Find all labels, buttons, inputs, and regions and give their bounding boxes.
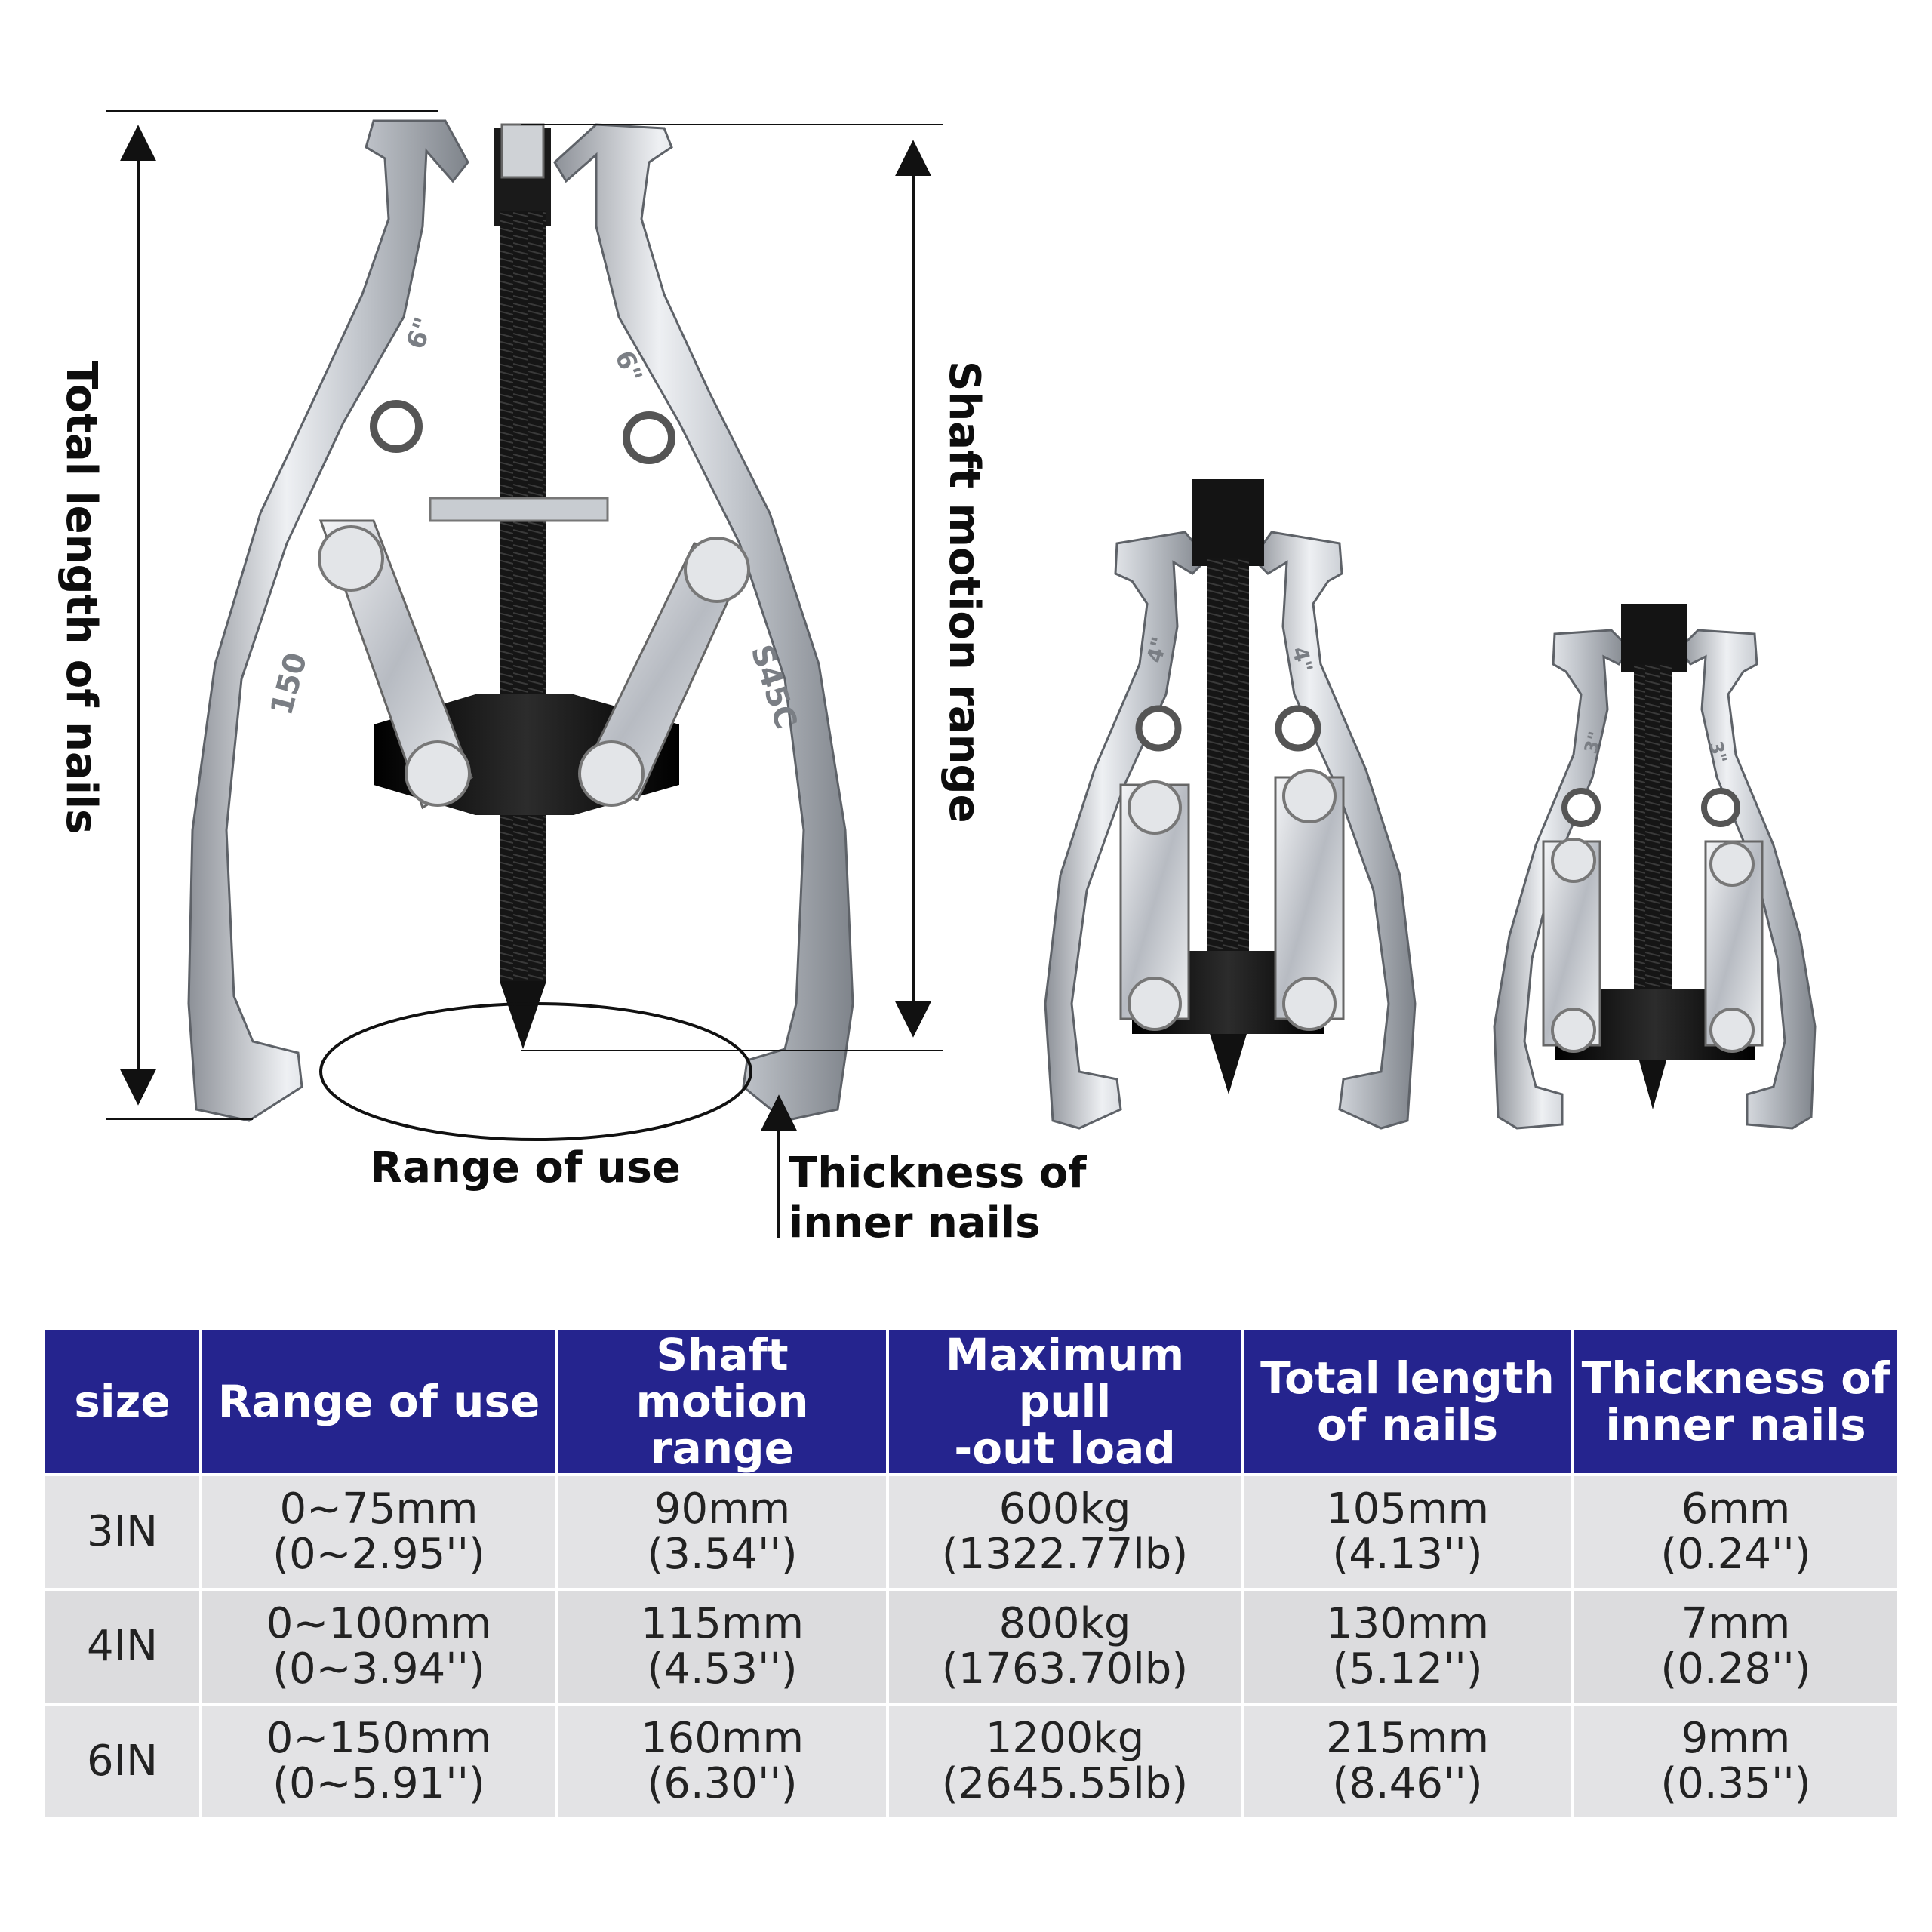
large-arm-hole-right <box>623 411 675 464</box>
table-row: 4IN 0~100mm(0~3.94'') 115mm(4.53'') 800k… <box>42 1588 1900 1706</box>
table-row: 6IN 0~150mm(0~5.91'') 160mm(6.30'') 1200… <box>42 1703 1900 1820</box>
cell-thickness: 7mm(0.28'') <box>1571 1588 1900 1706</box>
small-right-leg <box>1678 629 1817 1130</box>
cell-length: 130mm(5.12'') <box>1241 1588 1574 1706</box>
medium-right-leg <box>1251 531 1417 1130</box>
cell-thickness: 9mm(0.35'') <box>1571 1703 1900 1820</box>
cell-range: 0~75mm(0~2.95'') <box>199 1473 558 1591</box>
small-screw-thread <box>1634 664 1672 1041</box>
large-screw-thread <box>500 211 546 981</box>
medium-bolt-2 <box>1128 977 1182 1031</box>
large-bolt-2 <box>405 740 471 807</box>
large-puller-image: 6" 6" 150 S45C <box>187 119 854 1122</box>
cell-size: 4IN <box>42 1588 202 1706</box>
small-bolt-3 <box>1709 841 1755 887</box>
header-range-of-use: Range of use <box>199 1327 558 1476</box>
medium-screw-top <box>1192 479 1264 566</box>
cell-thickness: 6mm(0.24'') <box>1571 1473 1900 1591</box>
header-size: size <box>42 1327 202 1476</box>
medium-bolt-3 <box>1282 769 1337 823</box>
medium-bolt-4 <box>1282 977 1337 1031</box>
cell-load: 600kg(1322.77lb) <box>886 1473 1244 1591</box>
shaft-motion-label: Shaft motion range <box>940 361 989 823</box>
large-link-left <box>318 519 473 810</box>
shaft-motion-dimension <box>521 124 943 1051</box>
large-mark-leg-left: 150 <box>264 649 314 719</box>
medium-screw-thread <box>1208 558 1249 1026</box>
large-screw-hex-top <box>500 123 545 179</box>
cell-length: 215mm(8.46'') <box>1241 1703 1574 1820</box>
medium-bolt-1 <box>1128 780 1182 835</box>
cell-load: 1200kg(2645.55lb) <box>886 1703 1244 1820</box>
cell-range: 0~150mm(0~5.91'') <box>199 1703 558 1820</box>
medium-arm-hole-right <box>1275 705 1321 752</box>
small-screw-top <box>1621 604 1687 672</box>
medium-left-leg <box>1044 531 1210 1130</box>
large-bolt-1 <box>318 525 384 592</box>
large-bolt-4 <box>578 740 645 807</box>
range-of-use-label: Range of use <box>370 1143 681 1192</box>
medium-screw-tip <box>1208 1026 1249 1094</box>
medium-puller-image: 4" 4" <box>1044 479 1417 1130</box>
cell-length: 105mm(4.13'') <box>1241 1473 1574 1591</box>
total-length-label: Total length of nails <box>57 361 106 835</box>
small-arm-hole-right <box>1701 788 1740 827</box>
thickness-label-line1: Thickness of <box>789 1149 1087 1198</box>
large-screw-tip <box>500 981 546 1049</box>
medium-arm-hole-left <box>1135 705 1182 752</box>
small-puller-image: 3" 3" <box>1493 604 1817 1130</box>
small-bolt-4 <box>1709 1008 1755 1053</box>
cell-size: 6IN <box>42 1703 202 1820</box>
cell-shaft: 160mm(6.30'') <box>555 1703 889 1820</box>
large-bolt-3 <box>684 537 750 603</box>
cell-shaft: 115mm(4.53'') <box>555 1588 889 1706</box>
small-bolt-2 <box>1551 1008 1596 1053</box>
large-arm-hole-left <box>370 400 423 453</box>
small-arm-hole-left <box>1561 788 1601 827</box>
large-mark-arm-left: 6" <box>401 314 440 354</box>
cell-range: 0~100mm(0~3.94'') <box>199 1588 558 1706</box>
thickness-label-line2: inner nails <box>789 1198 1041 1247</box>
cell-load: 800kg(1763.70lb) <box>886 1588 1244 1706</box>
range-of-use-ellipse <box>319 1002 752 1141</box>
cell-shaft: 90mm(3.54'') <box>555 1473 889 1591</box>
total-length-dimension <box>106 110 438 1120</box>
small-bolt-1 <box>1551 838 1596 883</box>
large-cross-bolt <box>429 497 609 522</box>
small-left-leg <box>1493 629 1632 1130</box>
cell-size: 3IN <box>42 1473 202 1591</box>
large-left-leg <box>187 119 469 1122</box>
product-dimension-figure: 6" 6" 150 S45C 4" 4" <box>106 110 1817 1238</box>
table-row: 3IN 0~75mm(0~2.95'') 90mm(3.54'') 600kg(… <box>42 1473 1900 1591</box>
header-max-pull-out-load: Maximum pull-out load <box>886 1327 1244 1476</box>
